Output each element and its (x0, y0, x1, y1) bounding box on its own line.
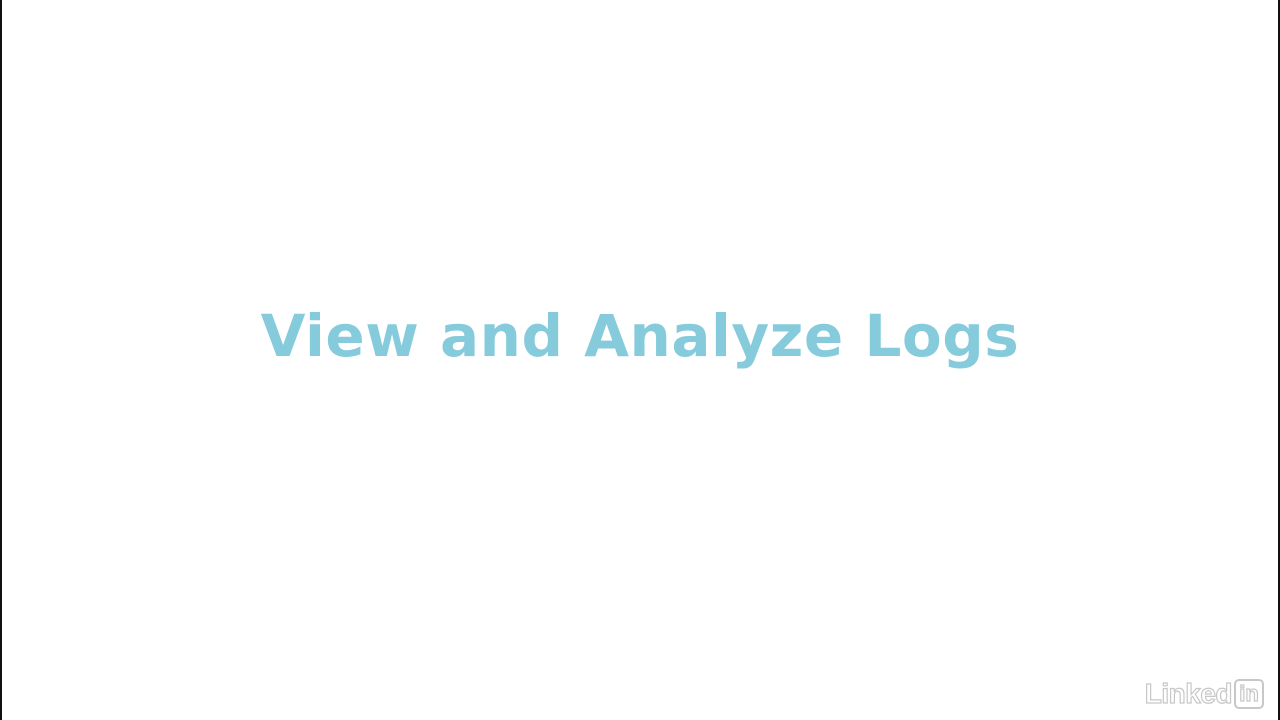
linkedin-watermark: Linked in (1144, 677, 1264, 710)
linkedin-logo-text: Linked (1144, 677, 1233, 709)
linkedin-logo-icon: in (1234, 679, 1264, 709)
slide-title: View and Analyze Logs (260, 302, 1020, 370)
